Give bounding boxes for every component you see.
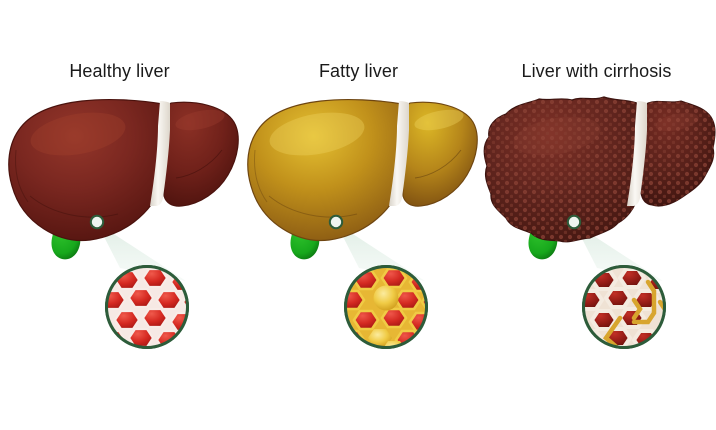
falciform-ligament bbox=[150, 101, 170, 206]
liver-right-lobe bbox=[401, 101, 478, 207]
magnifier-origin-ring bbox=[89, 214, 105, 230]
magnifier-origin-ring bbox=[328, 214, 344, 230]
fatty-hepatocytes-inset bbox=[344, 265, 428, 349]
falciform-ligament bbox=[389, 101, 409, 206]
panel-title-fatty: Fatty liver bbox=[318, 61, 399, 81]
fatty-liver-artwork bbox=[239, 0, 478, 430]
panel-title-healthy: Healthy liver bbox=[69, 61, 170, 81]
cirrhotic-hepatocytes-inset bbox=[582, 265, 666, 349]
panel-fatty-liver: Fatty liver bbox=[239, 0, 478, 430]
panel-cirrhosis-liver: Liver with cirrhosis bbox=[477, 0, 716, 430]
healthy-hepatocytes-inset bbox=[105, 265, 189, 349]
healthy-liver-artwork bbox=[0, 0, 239, 430]
panel-title-cirrhosis: Liver with cirrhosis bbox=[521, 61, 672, 81]
magnification-cone bbox=[97, 223, 186, 281]
magnifier-origin-ring bbox=[566, 214, 582, 230]
falciform-ligament bbox=[627, 101, 647, 206]
liver-right-lobe bbox=[162, 101, 239, 207]
magnification-cone bbox=[336, 223, 425, 281]
cirrhosis-liver-artwork bbox=[477, 0, 716, 430]
panel-healthy-liver: Healthy liver bbox=[0, 0, 239, 430]
magnification-cone bbox=[574, 223, 663, 281]
